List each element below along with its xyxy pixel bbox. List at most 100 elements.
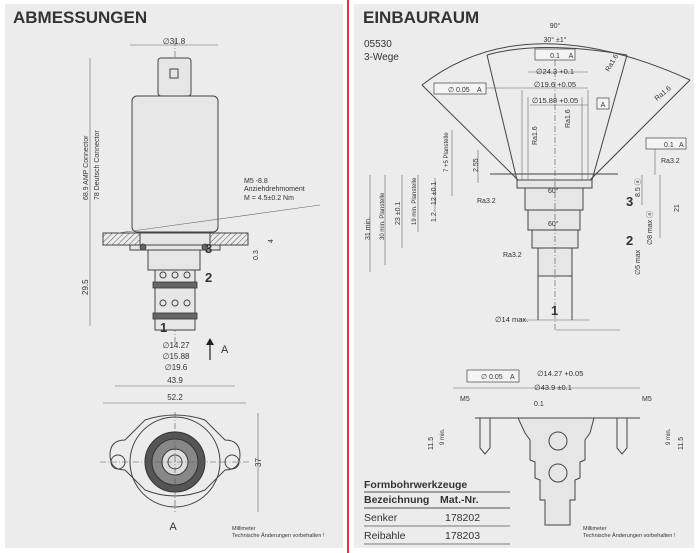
drawing-path xyxy=(479,418,491,455)
dimension-label: 19 min. Planstelle xyxy=(412,177,418,225)
drawing-line xyxy=(591,54,628,181)
drawing-rect xyxy=(157,57,192,97)
dimension-label: 29.5 xyxy=(81,279,90,295)
dimension-label: 37 xyxy=(254,458,263,467)
dimension-label: 30 min. Planstelle xyxy=(380,192,386,240)
dimension-label: Ra3.2 xyxy=(661,158,680,165)
dimension-label: ∅8 max ⓐ xyxy=(646,211,654,245)
drawing-polygon xyxy=(206,338,214,345)
dimension-label: 60° xyxy=(548,187,559,195)
dimension-label: Ra1.6 xyxy=(565,109,572,128)
cavity-dimensions: 90° 30° ±1° 0.1 A ∅24.3 +0.1 ∅ 0.05 A ∅1… xyxy=(365,22,687,526)
dimension-label: 9 min. xyxy=(666,428,672,445)
dimension-label: ∅15.88 +0.05 xyxy=(532,96,578,105)
dimension-label: 8.5 ⓐ xyxy=(634,178,642,197)
drawing-path xyxy=(421,43,691,86)
drawing-rect xyxy=(433,82,487,95)
drawing-rect xyxy=(152,281,198,289)
port-2-label: 2 xyxy=(205,270,212,285)
dimension-label: A xyxy=(169,521,177,533)
drawing-line xyxy=(421,84,519,181)
valve-type: 3-Wege xyxy=(364,52,399,63)
dimension-label: ∅14.27 xyxy=(163,341,191,350)
dimension-label: ∅ 0.05 xyxy=(448,87,470,94)
col-header-name: Bezeichnung xyxy=(364,494,429,506)
solenoid-side-view xyxy=(102,40,249,345)
dimension-label: Ra3.2 xyxy=(477,198,496,205)
dimension-label: 1.2 xyxy=(431,212,438,222)
drawing-line xyxy=(117,204,321,234)
dimension-label: M5 xyxy=(460,396,470,403)
left-note-unit: Millimeter xyxy=(232,526,256,532)
drawing-line xyxy=(589,79,691,181)
col-header-number: Mat.-Nr. xyxy=(440,494,479,506)
dimension-label: ∅5 max xyxy=(635,249,642,275)
dimension-label: 9 min. xyxy=(440,428,446,445)
dimension-label: ∅14.27 +0.05 xyxy=(537,369,583,378)
drawing-rect xyxy=(169,68,179,79)
drawing-circle xyxy=(139,243,147,251)
left-dimensions: ∅31.8 68.9 AMP Connector 78 Deutsch Conn… xyxy=(81,37,321,387)
solenoid-bottom-view: 52.2 37 A xyxy=(100,393,263,533)
dimension-label: 21 xyxy=(674,204,681,212)
drawing-circle xyxy=(548,431,568,451)
dimension-label: ∅19.6 +0.05 xyxy=(534,80,576,89)
dimension-label: 90° xyxy=(550,22,561,30)
drawing-rect xyxy=(152,312,198,320)
drawing-path xyxy=(616,418,628,455)
drawing-circle xyxy=(159,299,167,307)
dimension-label: 0.3 xyxy=(253,250,260,260)
table-row-1-name: Senker xyxy=(364,512,398,524)
dimension-label: ∅19.6 xyxy=(165,363,188,372)
dimension-label: ∅24.3 +0.1 xyxy=(536,67,574,76)
port-3-label: 3 xyxy=(205,241,212,256)
dimension-label: 11.5 xyxy=(678,437,685,450)
drawing-circle xyxy=(183,271,191,279)
dimension-label: 12 ±0.1 xyxy=(431,182,438,205)
cavity-port-3: 3 xyxy=(626,194,633,209)
right-panel-bg xyxy=(354,4,694,548)
dimension-label: 11.5 xyxy=(428,437,435,450)
drawing-circle xyxy=(183,299,191,307)
dimension-label: M5 -8.8 xyxy=(244,178,268,185)
dimension-label: 60° xyxy=(548,220,559,228)
dimension-label: 7 +5 Planstelle xyxy=(444,132,450,172)
drawing-rect xyxy=(645,137,687,150)
dimension-label: 0.1 xyxy=(534,401,544,408)
dimension-label: 43.9 xyxy=(167,376,183,385)
dimension-label: Ra3.2 xyxy=(503,252,522,259)
dimension-label: 30° ±1° xyxy=(543,36,566,44)
dimension-label: ∅43.9 ±0.1 xyxy=(534,383,572,392)
table-row-1-number: 178202 xyxy=(445,512,480,524)
dimension-label: 0.1 xyxy=(664,142,674,149)
dimension-label: ∅15.88 xyxy=(163,352,191,361)
cavity-port-1: 1 xyxy=(551,303,558,318)
dimension-label: 31 min. xyxy=(365,217,372,240)
drawing-line xyxy=(486,54,518,181)
right-note-changes: Technische Änderungen vorbehalten ! xyxy=(583,532,676,539)
port-1-label: 1 xyxy=(160,320,167,335)
drawing-path xyxy=(517,417,595,526)
dimension-label: 4 xyxy=(268,239,275,243)
drawing-rect xyxy=(516,179,593,189)
part-code: 05530 xyxy=(364,39,392,50)
dimension-label: A xyxy=(221,344,229,356)
dimension-label: A xyxy=(510,374,515,381)
dimension-label: 68.9 AMP Connector xyxy=(83,135,90,200)
cavity-port-2: 2 xyxy=(626,233,633,248)
dimension-label: 0.1 xyxy=(550,53,560,60)
left-title: ABMESSUNGEN xyxy=(13,8,147,27)
drawing-rect xyxy=(139,232,211,246)
left-note-changes: Technische Änderungen vorbehalten ! xyxy=(232,532,325,539)
drawing-path xyxy=(109,414,241,497)
dimension-label: M = 4.5±0.2 Nm xyxy=(244,195,294,202)
drawing-rect xyxy=(534,48,576,61)
drawing-rect xyxy=(466,369,520,383)
table-row-2-name: Reibahle xyxy=(364,530,406,542)
tools-title: Formbohrwerkzeuge xyxy=(364,479,467,491)
table-row-2-number: 178203 xyxy=(445,530,480,542)
drawing-circle xyxy=(159,271,167,279)
drawing-circle xyxy=(171,299,179,307)
dimension-label: Ra1.6 xyxy=(532,126,539,145)
